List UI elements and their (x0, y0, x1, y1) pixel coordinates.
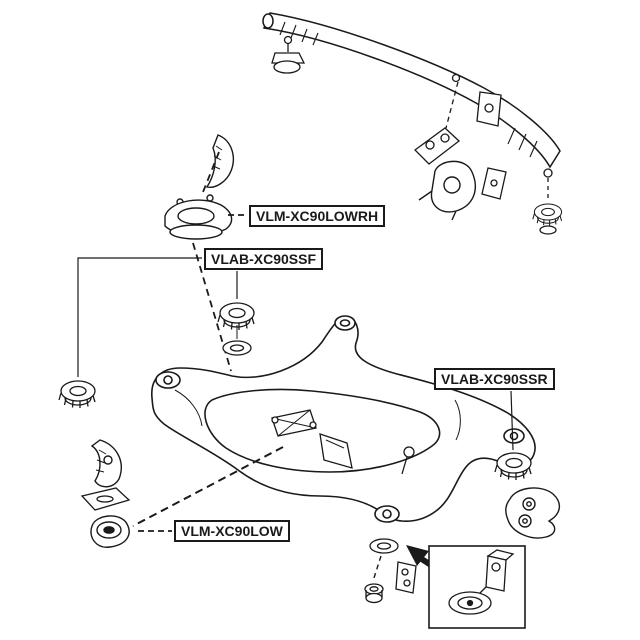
upper-bracket-plate (414, 73, 461, 165)
leader-dashed-low (132, 446, 284, 527)
lower-mount (90, 515, 130, 548)
leader-line-left-bushing (77, 257, 202, 377)
washer-front-center (222, 340, 252, 356)
part-label-vlab-xc90ssr[interactable]: VLAB-XC90SSR (434, 368, 555, 390)
detail-inset-box (428, 545, 526, 629)
engine-mount (418, 160, 476, 221)
subframe-bushing-rear-right (494, 452, 532, 481)
flange-nut (364, 583, 384, 604)
subframe-bushing-front-left (58, 380, 96, 409)
bar-end-bracket (271, 35, 306, 74)
part-label-vlm-xc90low[interactable]: VLM-XC90LOW (174, 520, 290, 542)
lower-left-plate (80, 487, 131, 511)
leader-line-rear-bushing (510, 390, 514, 451)
subframe (151, 315, 536, 523)
detail-inset-bracket (448, 549, 515, 615)
lower-left-bracket (90, 439, 122, 488)
washer-rear (369, 538, 399, 554)
right-bolt-and-bushing (532, 168, 563, 235)
center-assembly (271, 409, 415, 475)
crossmember-bar (262, 12, 561, 169)
part-label-vlab-xc90ssf[interactable]: VLAB-XC90SSF (204, 248, 324, 270)
rear-bracket-plate (505, 487, 560, 539)
subframe-bushing-front-center (217, 302, 255, 331)
small-plate-right (481, 167, 507, 200)
part-label-vlm-xc90lowrh[interactable]: VLM-XC90LOWRH (249, 205, 386, 227)
leader-dashed-washer-to-nut (372, 555, 382, 582)
small-bracket-upper-right (476, 91, 502, 127)
lower-rh-mount (164, 194, 233, 240)
small-bracket-bottom (395, 561, 417, 594)
curved-bracket (205, 134, 235, 188)
